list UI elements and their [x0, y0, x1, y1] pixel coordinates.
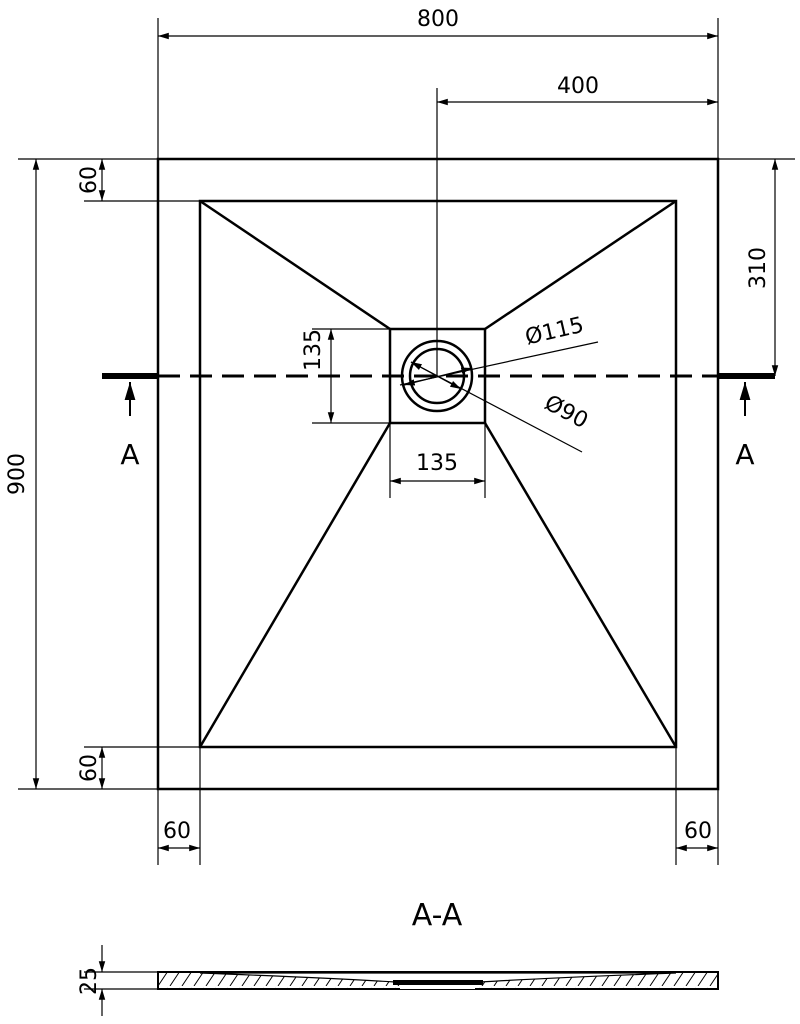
dim-border-right: 60 [684, 819, 712, 844]
section-mark-left: A [120, 438, 139, 471]
section-mark-right: A [735, 438, 754, 471]
tray-inner-edge [198, 199, 678, 749]
section-drain-cavity [393, 980, 483, 985]
dim-width-total: 800 [417, 7, 459, 32]
section-drain-opening [400, 985, 475, 989]
section-title: A-A [412, 898, 463, 933]
dim-thickness: 25 [77, 967, 102, 995]
dim-drain-square-height: 135 [301, 329, 326, 371]
tray-outer-edge [156, 157, 720, 791]
dim-thickness-lines [84, 945, 158, 1016]
dim-drain-outer-diameter: Ø115 [523, 313, 586, 351]
dim-border-bottom: 60 [77, 754, 102, 782]
slope-lines [198, 199, 678, 748]
dim-length-total: 900 [5, 453, 30, 495]
dim-width-lines [18, 18, 795, 865]
dim-drain-inner-diameter: Ø90 [540, 391, 592, 434]
dim-half-width: 400 [557, 74, 599, 99]
dim-drain-square-width: 135 [416, 451, 458, 476]
dim-border-top: 60 [77, 166, 102, 194]
dim-drain-offset: 310 [746, 247, 771, 289]
dim-border-left: 60 [163, 819, 191, 844]
